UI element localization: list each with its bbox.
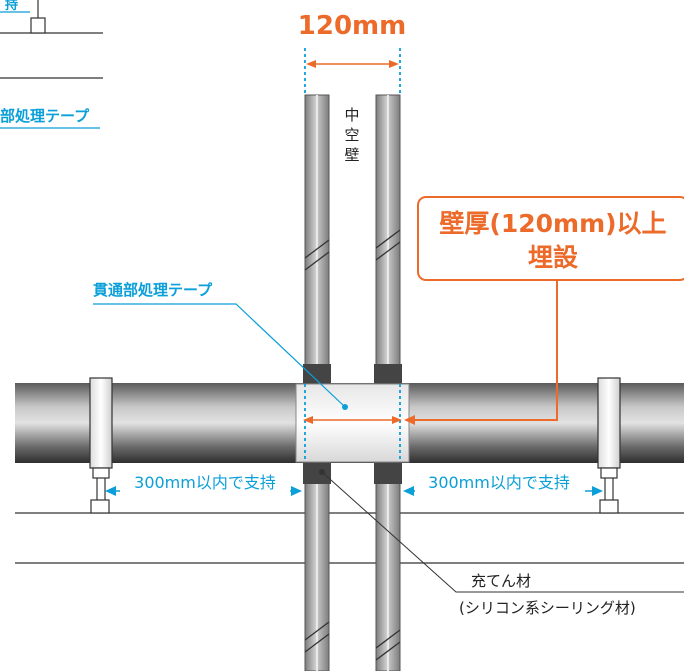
filler-blocks xyxy=(303,364,402,484)
tape-dimension-arrow xyxy=(303,416,402,424)
filler-label-group: 充てん材 (シリコン系シーリング材) xyxy=(319,469,684,617)
dimension-guides xyxy=(304,48,401,462)
pipe-support-right xyxy=(597,377,621,514)
support-dimension-right: 300mm以内で支持 xyxy=(403,471,603,496)
tape-label-group: 貫通部処理テープ xyxy=(93,281,348,410)
support-left-label: 300mm以内で支持 xyxy=(134,473,276,492)
filler-label-2: (シリコン系シーリング材) xyxy=(459,599,636,617)
callout-box xyxy=(417,196,684,281)
partial-tape-label: 部処理テープ xyxy=(0,107,90,125)
wall-label-char-2: 空 xyxy=(344,126,359,144)
callout-line-1: 壁厚(120mm)以上 xyxy=(439,209,666,238)
wall-label: 中 空 壁 xyxy=(344,106,359,164)
top-dimension-arrow xyxy=(306,60,399,68)
pipe-support-left xyxy=(89,377,113,514)
tape-label: 貫通部処理テープ xyxy=(93,281,213,299)
callout-line-2: 埋設 xyxy=(528,243,579,272)
top-dimension-label: 120mm xyxy=(298,11,406,41)
partial-support-text: 持 xyxy=(5,0,18,13)
partial-top-left: 持 部処理テープ xyxy=(0,0,103,129)
filler-label-1: 充てん材 xyxy=(471,572,531,590)
callout: 壁厚(120mm)以上 埋設 xyxy=(404,196,684,425)
penetration-tape xyxy=(295,383,410,463)
support-right-label: 300mm以内で支持 xyxy=(428,473,570,492)
wall-label-char-1: 中 xyxy=(344,106,359,124)
support-dimension-left: 300mm以内で支持 xyxy=(105,471,302,496)
wall-label-char-3: 壁 xyxy=(344,146,359,164)
